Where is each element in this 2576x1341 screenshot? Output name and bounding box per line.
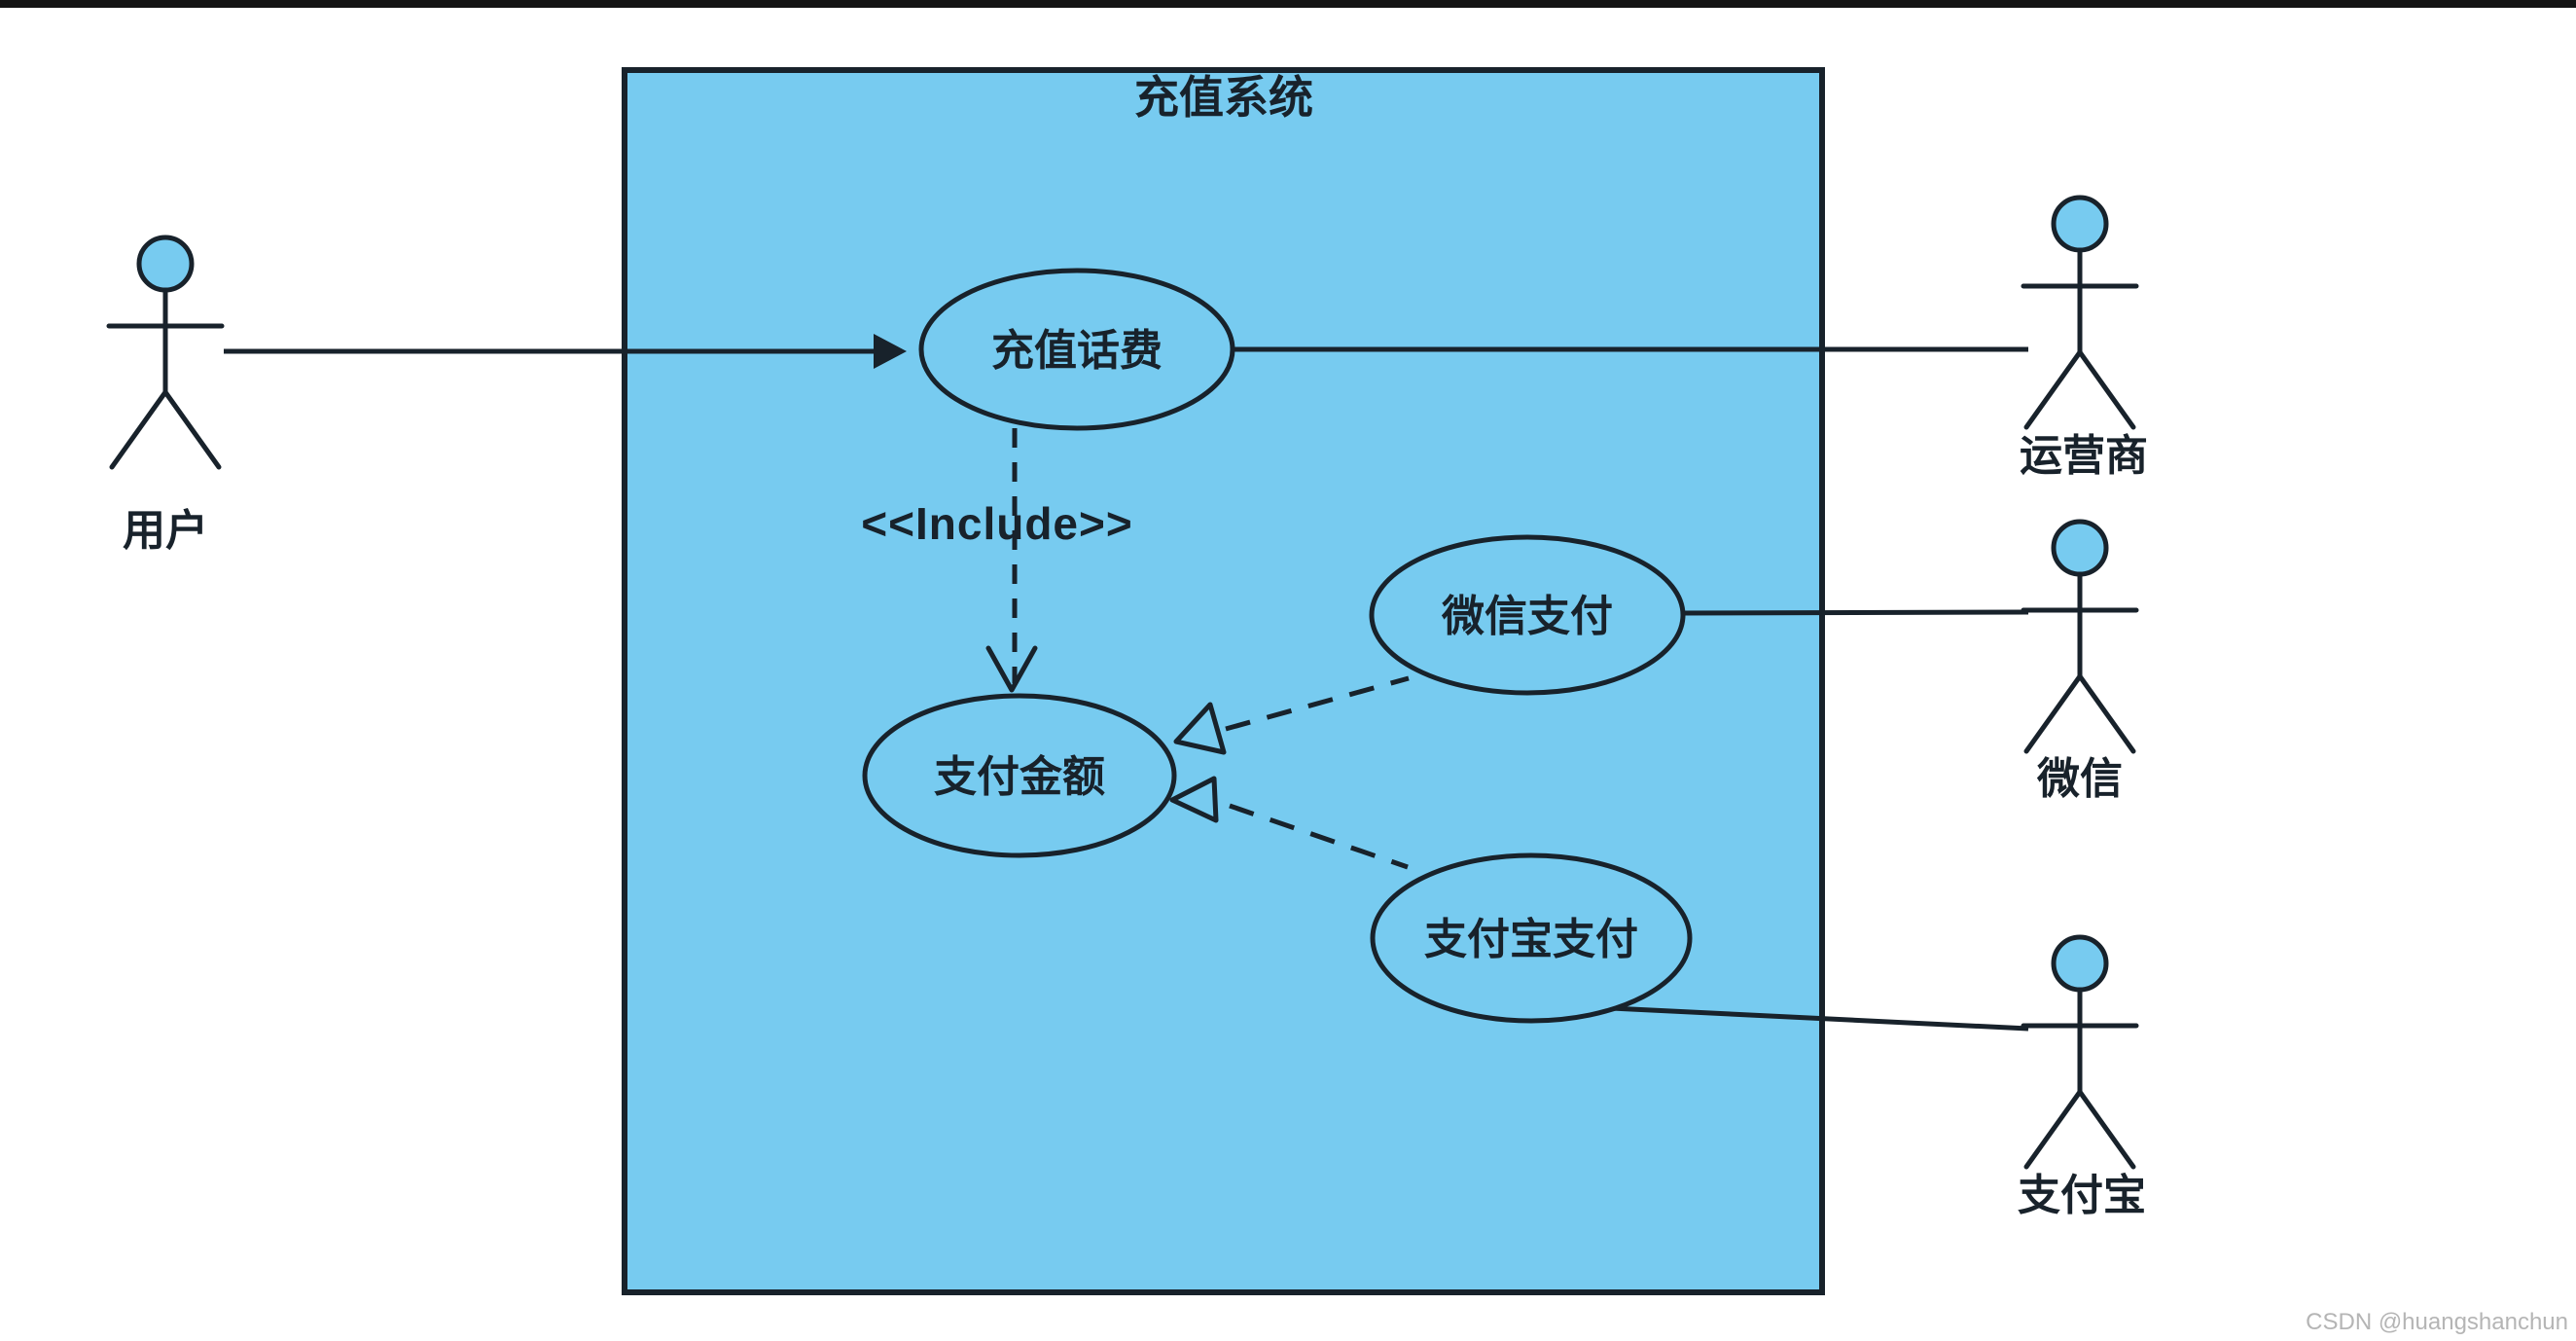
- usecase-alipay-pay: 支付宝支付: [1370, 852, 1693, 1024]
- actor-operator-label: 运营商: [2020, 432, 2148, 480]
- usecase-wechat-pay-label: 微信支付: [1441, 593, 1613, 640]
- top-bar: [0, 0, 2576, 8]
- usecase-pay-amount-label: 支付金额: [934, 753, 1105, 801]
- usecase-recharge: 充值话费: [918, 268, 1235, 431]
- actor-alipay: 支付宝: [2018, 937, 2146, 1219]
- watermark: CSDN @huangshanchun: [2306, 1309, 2568, 1335]
- open-arrowhead-icon: [985, 645, 1038, 693]
- actor-operator: 运营商: [2020, 198, 2148, 480]
- usecase-wechat-pay: 微信支付: [1369, 534, 1686, 696]
- system-boundary-box: [622, 67, 1825, 1295]
- association-user-recharge: [224, 334, 907, 369]
- include-relation: <<Include>>: [861, 428, 1132, 693]
- usecase-alipay-pay-label: 支付宝支付: [1424, 916, 1638, 963]
- hollow-triangle-icon: [1169, 776, 1219, 823]
- actor-alipay-figure: [2023, 937, 2136, 1167]
- actor-user-figure: [109, 237, 222, 467]
- association-alipaypay-alipay: [1570, 1003, 2029, 1032]
- generalization-wechatpay-payamount: [1173, 675, 1410, 755]
- actor-wechat-label: 微信: [2036, 755, 2123, 803]
- hollow-triangle-icon: [1173, 702, 1227, 755]
- actor-alipay-label: 支付宝: [2018, 1172, 2146, 1219]
- generalization-alipaypay-payamount: [1169, 776, 1409, 870]
- usecase-recharge-label: 充值话费: [991, 327, 1163, 375]
- actor-wechat: 微信: [2023, 522, 2136, 803]
- actor-user-label: 用户: [123, 507, 208, 555]
- actor-operator-figure: [2023, 198, 2136, 427]
- actor-user: 用户: [109, 237, 222, 555]
- usecase-pay-amount: 支付金额: [862, 693, 1177, 858]
- system-boundary: 充值系统: [622, 67, 1825, 1295]
- association-wechatpay-wechat: [1682, 609, 2029, 616]
- filled-arrowhead-icon: [874, 334, 907, 369]
- system-title: 充值系统: [1134, 72, 1313, 123]
- include-label: <<Include>>: [861, 498, 1132, 549]
- actor-wechat-figure: [2023, 522, 2136, 751]
